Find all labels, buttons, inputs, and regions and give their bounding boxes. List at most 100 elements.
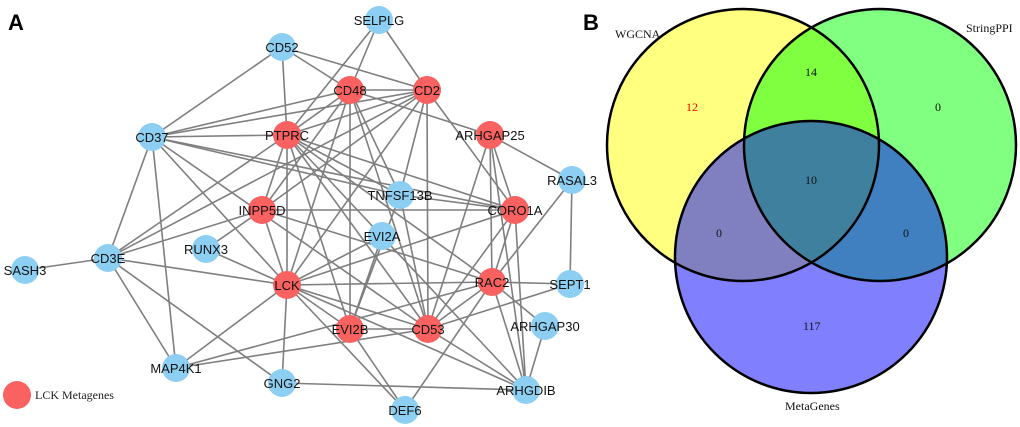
node-arhgdib[interactable]: ARHGDIB [496,376,556,404]
edge-coro1a-cd53 [427,209,516,330]
node-map4k1[interactable]: MAP4K1 [150,354,202,382]
venn-count-metagenes-only: 117 [803,319,821,333]
node-cd3e[interactable]: CD3E [91,244,126,272]
node-cd2[interactable]: CD2 [413,76,441,104]
node-circle [478,268,506,296]
edge-rac2-map4k1 [175,281,493,369]
node-ptprc[interactable]: PTPRC [265,121,309,149]
node-inpp5d[interactable]: INPP5D [239,196,286,224]
node-label: EVI2A [364,229,401,244]
legend-label: LCK Metagenes [35,388,114,402]
node-lck[interactable]: LCK [273,271,301,299]
edge-selplg-ptprc [286,19,380,136]
node-label: LCK [274,278,300,293]
node-cd37[interactable]: CD37 [135,123,169,151]
edge-cd52-cd37 [151,46,283,138]
node-label: CD37 [135,130,168,145]
venn-set-label-stringppi: StringPPI [966,21,1013,35]
node-label: CD53 [411,322,444,337]
venn-count-wgcna-stringppi: 14 [805,65,817,79]
node-rac2[interactable]: RAC2 [475,268,510,296]
edge-ptprc-cd37 [151,134,288,138]
venn-count-wgcna-metagenes: 0 [716,226,722,240]
edge-cd48-tnfsf13b [349,89,401,196]
venn-count-wgcna-only: 12 [686,100,698,114]
node-coro1a[interactable]: CORO1A [488,196,543,224]
edge-evi2b-def6 [349,328,406,411]
node-rasal3[interactable]: RASAL3 [547,166,597,194]
node-label: CORO1A [488,203,543,218]
edge-cd48-arhgap25 [349,89,491,136]
edge-cd53-map4k1 [175,328,429,369]
node-circle [336,76,364,104]
node-evi2a[interactable]: EVI2A [364,222,401,250]
node-cd52[interactable]: CD52 [265,33,299,61]
venn-count-stringppi-only: 0 [935,100,941,114]
node-circle [413,76,441,104]
node-arhgap25[interactable]: ARHGAP25 [455,121,525,149]
edge-tnfsf13b-coro1a [399,194,516,211]
legend-metagene-swatch [3,381,31,409]
venn-circle-stringppi [744,9,1016,281]
node-circle [386,181,414,209]
edge-cd37-lck [151,136,288,286]
edge-cd2-lck [286,89,428,286]
node-circle [558,166,586,194]
venn-outline-metagenes [673,119,949,395]
node-circle [368,222,396,250]
node-label: CD2 [414,83,440,98]
edge-lck-gng2 [281,284,288,384]
venn-set-label-metagenes: MetaGenes [785,399,840,413]
legend: LCK Metagenes [3,381,114,409]
node-runx3[interactable]: RUNX3 [184,235,228,263]
node-gng2[interactable]: GNG2 [264,369,301,397]
venn-region-all [744,121,879,281]
node-circle [11,256,39,284]
node-cd53[interactable]: CD53 [411,315,445,343]
node-arhgap30[interactable]: ARHGAP30 [510,312,580,340]
edge-arhgap25-rasal3 [489,134,573,181]
edge-ptprc-rac2 [286,134,493,283]
edge-cd53-sept1 [427,283,571,330]
node-label: MAP4K1 [150,361,201,376]
node-label: SEPT1 [549,277,590,292]
edge-cd2-cd37 [151,89,428,138]
edge-rasal3-rac2 [491,179,573,283]
node-cd48[interactable]: CD48 [333,76,367,104]
edge-cd52-cd2 [281,46,428,91]
node-sept1[interactable]: SEPT1 [549,270,591,298]
edge-cd37-tnfsf13b [151,136,401,196]
node-circle [268,369,296,397]
node-circle [501,196,529,224]
edge-rasal3-sept1 [569,179,573,285]
node-label: RASAL3 [547,173,597,188]
node-label: GNG2 [264,376,301,391]
edge-cd53-arhgdib [427,328,527,391]
edge-cd48-lck [286,89,351,286]
edge-cd2-ptprc [286,89,428,136]
node-circle [94,244,122,272]
node-def6[interactable]: DEF6 [388,396,422,424]
node-tnfsf13b[interactable]: TNFSF13B [367,181,433,209]
node-selplg[interactable]: SELPLG [354,6,405,34]
node-circle [192,235,220,263]
edge-ptprc-tnfsf13b [286,134,401,196]
node-label: INPP5D [239,203,286,218]
node-sash3[interactable]: SASH3 [4,256,47,284]
node-evi2b[interactable]: EVI2B [332,315,369,343]
node-circle [556,270,584,298]
node-label: ARHGAP30 [510,319,579,334]
edge-cd2-coro1a [426,89,516,211]
edge-cd37-coro1a [151,136,516,211]
node-label: PTPRC [265,128,309,143]
node-label: ARHGAP25 [455,128,524,143]
edge-rac2-def6 [404,281,493,411]
edge-selplg-cd2 [378,19,428,91]
node-circle [273,121,301,149]
node-circle [531,312,559,340]
edge-lck-arhgdib [286,284,527,391]
node-label: RAC2 [475,275,510,290]
edge-cd48-cd37 [151,89,351,138]
